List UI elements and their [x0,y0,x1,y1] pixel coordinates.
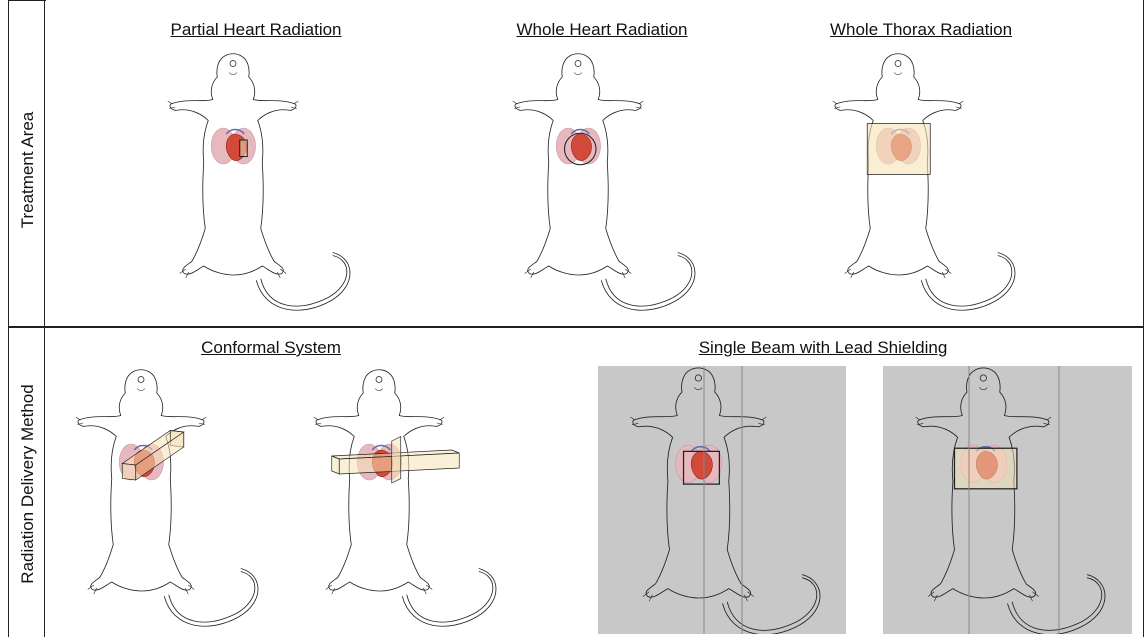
rat-partial-heart [152,50,362,320]
title-single-beam: Single Beam with Lead Shielding [699,338,948,358]
shielding-panel-a [598,366,846,634]
rat-conformal-a [60,366,270,636]
shielding-panel-b [883,366,1132,634]
divider-top [8,0,46,1]
rat-whole-heart [497,50,707,320]
conformal-beam-lateral [332,437,460,484]
row-divider [8,326,1144,328]
row-label-treatment-area: Treatment Area [18,112,38,229]
rat-whole-thorax [817,50,1027,320]
shield-window-b [954,448,1016,489]
rat-conformal-b [298,366,508,636]
title-partial-heart: Partial Heart Radiation [170,20,341,40]
label-column-divider [44,0,45,637]
title-conformal-system: Conformal System [201,338,341,358]
title-whole-thorax: Whole Thorax Radiation [830,20,1012,40]
whole-thorax-field [867,124,930,175]
row-label-delivery-method: Radiation Delivery Method [18,384,38,583]
partial-heart-field [240,140,248,157]
title-whole-heart: Whole Heart Radiation [516,20,687,40]
